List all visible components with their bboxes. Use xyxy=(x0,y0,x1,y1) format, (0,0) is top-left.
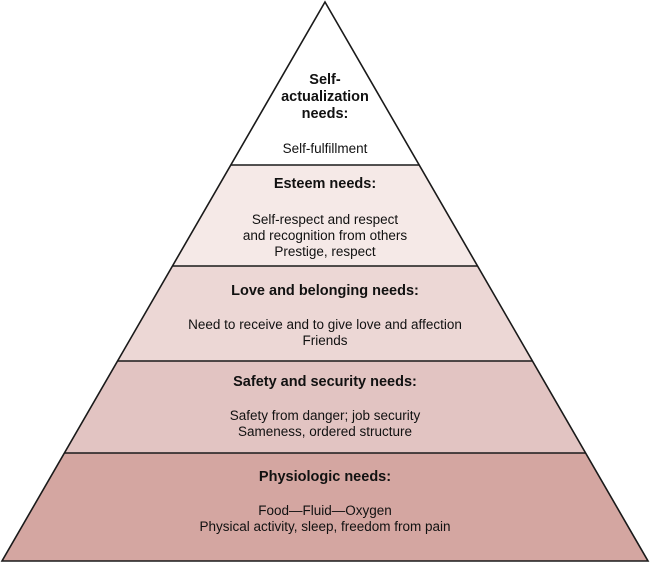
self-actualization-level: Self- actualization needs: Self-fulfillm… xyxy=(0,72,650,157)
desc-line: Self-fulfillment xyxy=(282,141,368,156)
level-title: Esteem needs: xyxy=(273,176,377,192)
title-line: actualization xyxy=(281,89,369,105)
desc-line: Physical activity, sleep, freedom from p… xyxy=(199,519,451,534)
level-description: Self-fulfillment xyxy=(0,141,650,157)
desc-line: Self-respect and respect xyxy=(251,212,399,227)
level-description: Food—Fluid—Oxygen Physical activity, sle… xyxy=(0,503,650,535)
level-description: Self-respect and respect and recognition… xyxy=(0,212,650,260)
level-title: Physiologic needs: xyxy=(258,469,392,485)
tier-physiologic xyxy=(2,453,648,561)
level-title: Self- actualization needs: xyxy=(0,72,650,123)
desc-line: Friends xyxy=(302,333,348,348)
safety-security-level: Safety and security needs: Safety from d… xyxy=(0,374,650,440)
physiologic-level: Physiologic needs: Food—Fluid—Oxygen Phy… xyxy=(0,469,650,535)
esteem-level: Esteem needs: Self-respect and respect a… xyxy=(0,176,650,260)
level-title: Love and belonging needs: xyxy=(231,283,419,299)
desc-line: Food—Fluid—Oxygen xyxy=(258,503,392,518)
desc-line: Need to receive and to give love and aff… xyxy=(188,317,462,332)
level-description: Safety from danger; job security Samenes… xyxy=(0,408,650,440)
level-title: Safety and security needs: xyxy=(233,374,417,390)
tier-dividers xyxy=(2,164,648,454)
desc-line: Safety from danger; job security xyxy=(229,408,421,423)
level-description: Need to receive and to give love and aff… xyxy=(0,317,650,349)
desc-line: Prestige, respect xyxy=(274,244,376,259)
title-line: Self- xyxy=(309,72,341,88)
title-line: needs: xyxy=(301,106,349,122)
desc-line: Sameness, ordered structure xyxy=(237,424,413,439)
love-belonging-level: Love and belonging needs: Need to receiv… xyxy=(0,283,650,349)
desc-line: and recognition from others xyxy=(242,228,408,243)
tier-safety xyxy=(2,361,648,453)
